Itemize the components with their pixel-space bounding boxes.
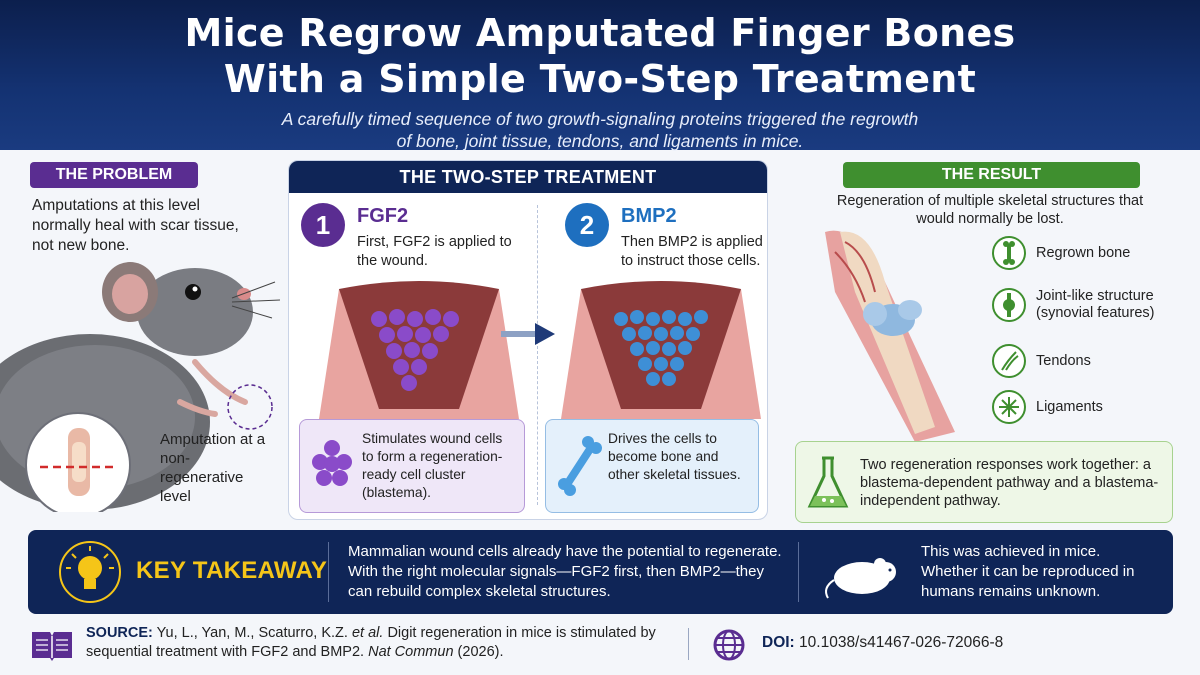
globe-icon [713, 629, 745, 661]
result-item-bone: Regrown bone [992, 236, 1192, 272]
treatment-panel: THE TWO-STEP TREATMENT 1 FGF2 First, FGF… [288, 160, 768, 520]
source-citation: SOURCE: Yu, L., Yan, M., Scaturro, K.Z. … [86, 624, 686, 662]
step-1-badge: 1 [301, 203, 345, 247]
result-summary-box: Two regeneration responses work together… [795, 441, 1173, 523]
mouse-icon [825, 558, 896, 599]
step-2-effect-box: Drives the cells to become bone and othe… [545, 419, 759, 513]
title-line-2: With a Simple Two-Step Treatment [223, 57, 977, 101]
source-etal: et al. [351, 625, 384, 641]
wound-illustration-bmp2 [561, 281, 761, 419]
flask-icon [807, 456, 849, 508]
lightbulb-icon [59, 541, 121, 603]
bone-icon [992, 236, 1026, 270]
step-divider [537, 205, 538, 505]
takeaway-divider-1 [328, 542, 329, 602]
problem-text: Amputations at this level normally heal … [32, 197, 239, 254]
key-takeaway-text: Mammalian wound cells already have the p… [348, 543, 782, 600]
step-2-desc: Then BMP2 is applied to instruct those c… [621, 234, 763, 269]
result-label: THE RESULT [843, 162, 1140, 188]
wound-illustration-fgf2 [319, 281, 519, 419]
step-1-effect-box: Stimulates wound cells to form a regener… [299, 419, 525, 513]
result-item-tendons: Tendons [992, 344, 1192, 380]
step-1-name: FGF2 [357, 205, 409, 227]
source-title: Digit regeneration in mice is stimulated… [86, 625, 656, 660]
book-icon [32, 632, 72, 661]
source-authors: Yu, L., Yan, M., Scaturro, K.Z. [156, 625, 348, 641]
step-1-desc: First, FGF2 is applied to the wound. [357, 234, 512, 269]
step-2-badge: 2 [565, 203, 609, 247]
result-item-label: Regrown bone [1036, 245, 1131, 261]
result-item-ligaments: Ligaments [992, 390, 1192, 426]
title-line-1: Mice Regrow Amputated Finger Bones [184, 11, 1016, 55]
arrow-icon [501, 323, 555, 345]
tendon-icon [992, 344, 1026, 378]
key-takeaway-bar: KEY TAKEAWAY Mammalian wound cells alrea… [28, 530, 1173, 614]
doi-citation: DOI: 10.1038/s41467-026-72066-8 [762, 634, 1003, 652]
page-title: Mice Regrow Amputated Finger Bones With … [0, 0, 1200, 102]
mouse-illustration [0, 262, 281, 512]
source-journal: Nat Commun [368, 644, 454, 660]
result-desc: Regeneration of multiple skeletal struct… [836, 193, 1144, 227]
takeaway-note: This was achieved in mice. Whether it ca… [921, 543, 1135, 600]
problem-panel: THE PROBLEM Amputations at this level no… [0, 152, 281, 522]
treatment-label: THE TWO-STEP TREATMENT [289, 161, 767, 193]
bone-icon [558, 436, 602, 496]
doi-value[interactable]: 10.1038/s41467-026-72066-8 [799, 634, 1004, 651]
ligament-icon [992, 390, 1026, 424]
result-item-joint: Joint-like structure (synovial features) [992, 288, 1192, 324]
cell-cluster-icon [312, 440, 352, 486]
problem-label: THE PROBLEM [30, 162, 198, 188]
header-banner: Mice Regrow Amputated Finger Bones With … [0, 0, 1200, 152]
result-summary: Two regeneration responses work together… [860, 457, 1159, 509]
footer-divider [688, 628, 689, 660]
amputation-text: Amputation at a non-regenerative level [160, 431, 266, 505]
page-subtitle: A carefully timed sequence of two growth… [0, 108, 1200, 152]
result-item-label: Tendons [1036, 353, 1091, 369]
doi-label: DOI: [762, 634, 795, 651]
source-label: SOURCE: [86, 625, 153, 641]
result-item-label: Ligaments [1036, 399, 1103, 415]
finger-illustration [825, 230, 955, 442]
source-year: (2026). [457, 644, 504, 660]
step-1-effect: Stimulates wound cells to form a regener… [362, 431, 503, 500]
joint-icon [992, 288, 1026, 322]
step-2-name: BMP2 [621, 205, 677, 227]
subtitle-line-1: A carefully timed sequence of two growth… [281, 109, 919, 129]
takeaway-divider-2 [798, 542, 799, 602]
subtitle-line-2: of bone, joint tissue, tendons, and liga… [396, 131, 804, 151]
key-takeaway-label: KEY TAKEAWAY [136, 557, 328, 584]
result-item-label: Joint-like structure (synovial features) [1036, 288, 1155, 321]
step-2-effect: Drives the cells to become bone and othe… [608, 431, 741, 482]
